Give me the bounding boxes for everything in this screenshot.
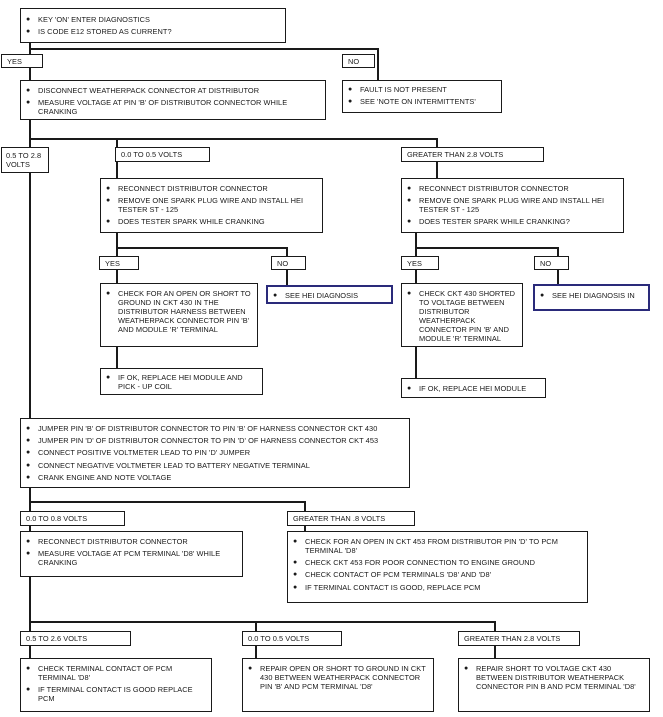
check-terminal-contact-box: CHECK TERMINAL CONTACT OF PCM TERMINAL '…: [20, 658, 212, 712]
jumper-step: CONNECT POSITIVE VOLTMETER LEAD TO PIN '…: [21, 448, 409, 457]
jumper-step: JUMPER PIN 'D' OF DISTRIBUTOR CONNECTOR …: [21, 436, 409, 445]
replace-step: IF OK, REPLACE HEI MODULE AND PICK - UP …: [101, 373, 262, 391]
yes-label-left: YES: [99, 256, 139, 270]
contact-step: IF TERMINAL CONTACT IS GOOD REPLACE PCM: [21, 685, 211, 703]
start-step: IS CODE E12 STORED AS CURRENT?: [21, 27, 285, 36]
check-step: CHECK FOR AN OPEN OR SHORT TO GROUND IN …: [101, 289, 257, 334]
spark-test-step: REMOVE ONE SPARK PLUG WIRE AND INSTALL H…: [402, 196, 623, 214]
jumper-step: CRANK ENGINE AND NOTE VOLTAGE: [21, 473, 409, 482]
voltage-label-gt-08: GREATER THAN .8 VOLTS: [287, 511, 415, 526]
fault-not-present-box: FAULT IS NOT PRESENT SEE 'NOTE ON INTERM…: [342, 80, 502, 113]
ckt453-step: CHECK CKT 453 FOR POOR CONNECTION TO ENG…: [288, 558, 587, 567]
replace-module-coil-box: IF OK, REPLACE HEI MODULE AND PICK - UP …: [100, 368, 263, 395]
start-step: KEY 'ON' ENTER DIAGNOSTICS: [21, 15, 285, 24]
check-ckt453-box: CHECK FOR AN OPEN IN CKT 453 FROM DISTRI…: [287, 531, 588, 603]
jumper-step: CONNECT NEGATIVE VOLTMETER LEAD TO BATTE…: [21, 461, 409, 470]
voltage-label-05-28: 0.5 TO 2.8 VOLTS: [1, 147, 49, 173]
replace-module-box: IF OK, REPLACE HEI MODULE: [401, 378, 546, 398]
voltage-label-gt-28-bottom: GREATER THAN 2.8 VOLTS: [458, 631, 580, 646]
spark-test-step: DOES TESTER SPARK WHILE CRANKING?: [402, 217, 623, 226]
hei-step: SEE HEI DIAGNOSIS: [268, 291, 391, 300]
repair-step: REPAIR OPEN OR SHORT TO GROUND IN CKT 43…: [243, 664, 433, 691]
repair-short-voltage-box: REPAIR SHORT TO VOLTAGE CKT 430 BETWEEN …: [458, 658, 650, 712]
ckt453-step: IF TERMINAL CONTACT IS GOOD, REPLACE PCM: [288, 583, 587, 592]
jumper-step: JUMPER PIN 'B' OF DISTRIBUTOR CONNECTOR …: [21, 424, 409, 433]
yes-label-1: YES: [1, 54, 43, 68]
check-open-short-box: CHECK FOR AN OPEN OR SHORT TO GROUND IN …: [100, 283, 258, 347]
voltage-label-00-05-bottom: 0.0 TO 0.5 VOLTS: [242, 631, 342, 646]
pcm-step: RECONNECT DISTRIBUTOR CONNECTOR: [21, 537, 242, 546]
see-hei-diagnosis-box-left: SEE HEI DIAGNOSIS: [266, 285, 393, 304]
spark-test-step: RECONNECT DISTRIBUTOR CONNECTOR: [101, 184, 322, 193]
hei-step: SEE HEI DIAGNOSIS IN: [535, 291, 648, 300]
no-label-left: NO: [271, 256, 306, 270]
fault-step: SEE 'NOTE ON INTERMITTENTS': [343, 97, 501, 106]
no-label-1: NO: [342, 54, 375, 68]
voltage-label-05-26: 0.5 TO 2.6 VOLTS: [20, 631, 131, 646]
ckt453-step: CHECK FOR AN OPEN IN CKT 453 FROM DISTRI…: [288, 537, 587, 555]
spark-test-step: RECONNECT DISTRIBUTOR CONNECTOR: [402, 184, 623, 193]
voltage-label-00-05: 0.0 TO 0.5 VOLTS: [115, 147, 210, 162]
reconnect-spark-box-left: RECONNECT DISTRIBUTOR CONNECTOR REMOVE O…: [100, 178, 323, 233]
see-hei-diagnosis-box-right: SEE HEI DIAGNOSIS IN: [533, 284, 650, 311]
voltage-label-00-08: 0.0 TO 0.8 VOLTS: [20, 511, 125, 526]
jumper-pins-box: JUMPER PIN 'B' OF DISTRIBUTOR CONNECTOR …: [20, 418, 410, 488]
repair-step: REPAIR SHORT TO VOLTAGE CKT 430 BETWEEN …: [459, 664, 649, 691]
disconnect-connector-box: DISCONNECT WEATHERPACK CONNECTOR AT DIST…: [20, 80, 326, 120]
disconnect-step: DISCONNECT WEATHERPACK CONNECTOR AT DIST…: [21, 86, 325, 95]
yes-label-right: YES: [401, 256, 439, 270]
ckt453-step: CHECK CONTACT OF PCM TERMINALS 'D8' AND …: [288, 570, 587, 579]
replace-step: IF OK, REPLACE HEI MODULE: [402, 384, 545, 393]
contact-step: CHECK TERMINAL CONTACT OF PCM TERMINAL '…: [21, 664, 211, 682]
no-label-right: NO: [534, 256, 569, 270]
check-ckt430-box: CHECK CKT 430 SHORTED TO VOLTAGE BETWEEN…: [401, 283, 523, 347]
repair-open-short-box: REPAIR OPEN OR SHORT TO GROUND IN CKT 43…: [242, 658, 434, 712]
voltage-label-gt-28: GREATER THAN 2.8 VOLTS: [401, 147, 544, 162]
fault-step: FAULT IS NOT PRESENT: [343, 85, 501, 94]
start-box: KEY 'ON' ENTER DIAGNOSTICS IS CODE E12 S…: [20, 8, 286, 43]
disconnect-step: MEASURE VOLTAGE AT PIN 'B' OF DISTRIBUTO…: [21, 98, 325, 116]
spark-test-step: DOES TESTER SPARK WHILE CRANKING: [101, 217, 322, 226]
pcm-step: MEASURE VOLTAGE AT PCM TERMINAL 'D8' WHI…: [21, 549, 242, 567]
spark-test-step: REMOVE ONE SPARK PLUG WIRE AND INSTALL H…: [101, 196, 322, 214]
reconnect-pcm-box: RECONNECT DISTRIBUTOR CONNECTOR MEASURE …: [20, 531, 243, 577]
check-step: CHECK CKT 430 SHORTED TO VOLTAGE BETWEEN…: [402, 289, 522, 343]
reconnect-spark-box-right: RECONNECT DISTRIBUTOR CONNECTOR REMOVE O…: [401, 178, 624, 233]
